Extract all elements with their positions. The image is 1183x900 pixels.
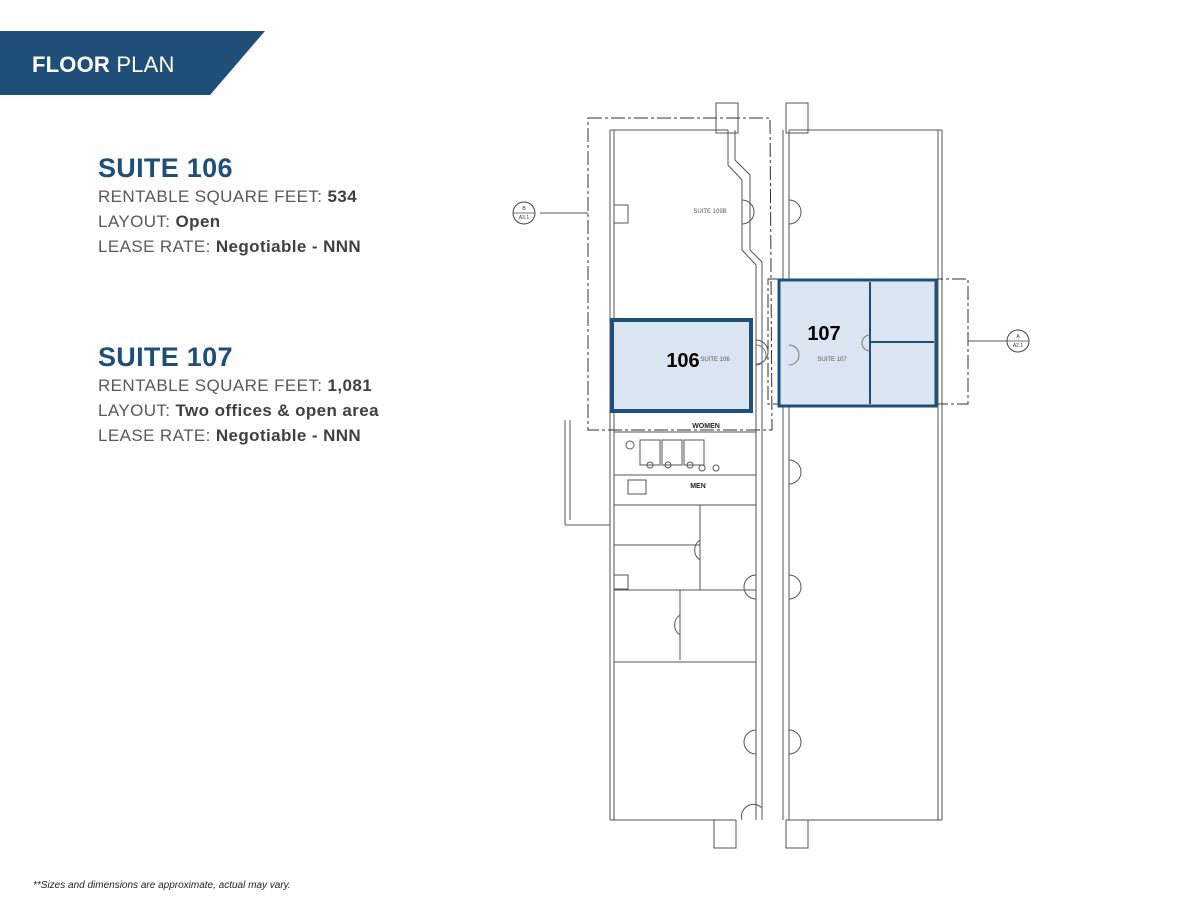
banner-title-light: PLAN <box>116 52 175 77</box>
suite-106-number: 106 <box>666 350 699 372</box>
banner-shape <box>0 31 265 95</box>
room-label-suite-106: SUITE 106 <box>700 357 730 363</box>
suite-107-info: SUITE 107 RENTABLE SQUARE FEET: 1,081 LA… <box>98 341 379 448</box>
rate-label: LEASE RATE: <box>98 426 211 445</box>
section-marker-left-top: B <box>522 206 526 212</box>
room-label-men: MEN <box>690 483 706 490</box>
rate-value: Negotiable - NNN <box>215 426 362 445</box>
suite-107-rate-row: LEASE RATE: Negotiable - NNN <box>98 423 379 448</box>
sqft-value: 534 <box>327 187 358 206</box>
suite-106-layout-row: LAYOUT: Open <box>98 209 361 234</box>
suite-107-sqft-row: RENTABLE SQUARE FEET: 1,081 <box>98 373 379 398</box>
suite-106-info: SUITE 106 RENTABLE SQUARE FEET: 534 LAYO… <box>98 152 361 259</box>
layout-value: Two offices & open area <box>175 401 380 420</box>
section-marker-right-top: A <box>1016 334 1020 340</box>
suite-107-number: 107 <box>807 323 840 345</box>
section-marker-left: B A3.1 <box>512 201 536 225</box>
suite-106-sqft-row: RENTABLE SQUARE FEET: 534 <box>98 184 361 209</box>
suite-106-highlight[interactable] <box>610 318 753 413</box>
room-label-suite-109b: SUITE 109B <box>693 209 726 215</box>
section-marker-right-bottom: A2.1 <box>1013 343 1024 349</box>
suite-107-layout-row: LAYOUT: Two offices & open area <box>98 398 379 423</box>
room-label-women: WOMEN <box>692 423 720 430</box>
footer-disclaimer: **Sizes and dimensions are approximate, … <box>33 880 291 891</box>
suite-107-title: SUITE 107 <box>98 342 233 372</box>
sqft-value: 1,081 <box>327 376 373 395</box>
section-marker-right: A A2.1 <box>1006 329 1030 353</box>
layout-label: LAYOUT: <box>98 401 171 420</box>
rate-label: LEASE RATE: <box>98 237 211 256</box>
layout-label: LAYOUT: <box>98 212 171 231</box>
banner-title: FLOOR PLAN <box>32 52 175 78</box>
suite-106-title: SUITE 106 <box>98 153 233 183</box>
rate-value: Negotiable - NNN <box>215 237 362 256</box>
sqft-label: RENTABLE SQUARE FEET: <box>98 376 323 395</box>
layout-value: Open <box>175 212 221 231</box>
floor-plan-banner <box>0 31 265 95</box>
room-label-suite-107: SUITE 107 <box>817 357 847 363</box>
section-marker-left-bottom: A3.1 <box>519 215 530 221</box>
suite-106-rate-row: LEASE RATE: Negotiable - NNN <box>98 234 361 259</box>
banner-title-bold: FLOOR <box>32 52 110 77</box>
sqft-label: RENTABLE SQUARE FEET: <box>98 187 323 206</box>
floor-plan-drawing: B A3.1 A A2.1 SUITE 109B SUITE 106 SUITE… <box>512 102 1030 849</box>
